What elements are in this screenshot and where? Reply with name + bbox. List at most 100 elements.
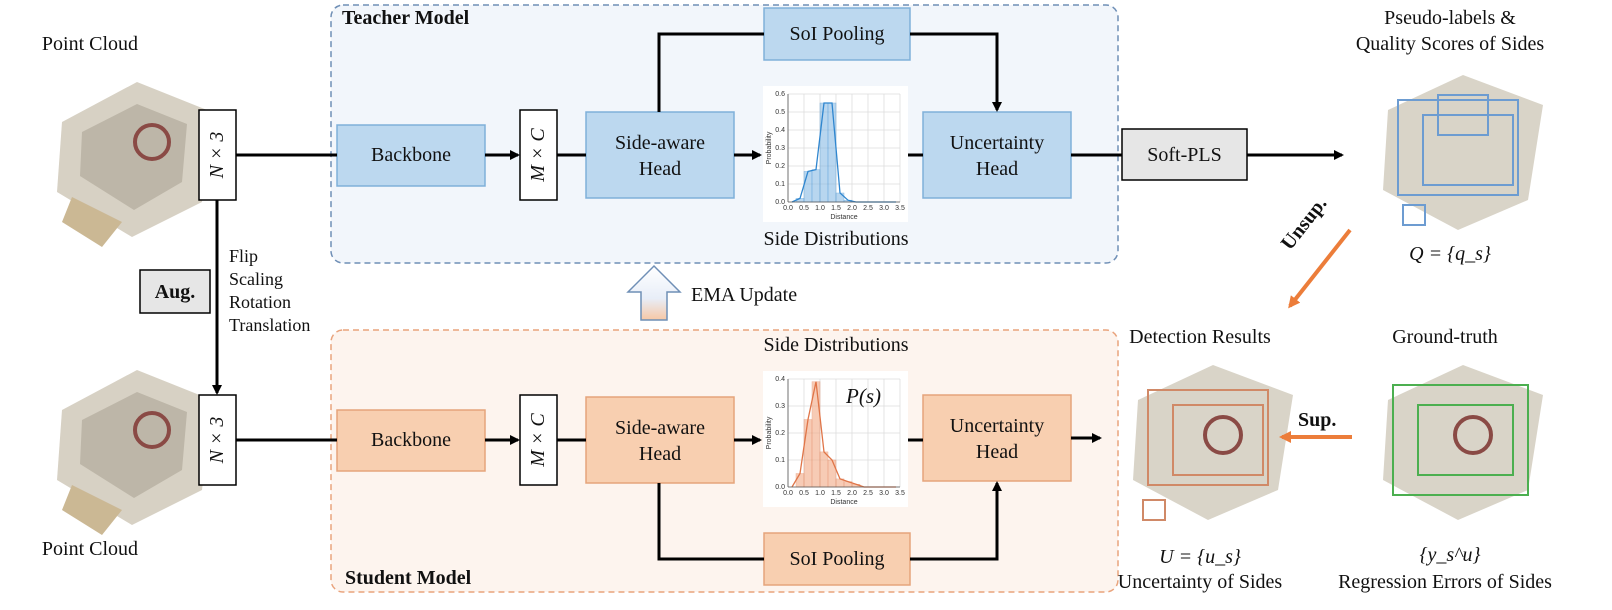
teacher-dist-bar: [803, 171, 813, 203]
student-dist-xtick: 1.5: [831, 490, 841, 497]
teacher-dist-ytick: 0.5: [775, 109, 785, 116]
student-dist-xtick: 0.0: [783, 490, 793, 497]
student-feature-label: M × C: [527, 413, 549, 467]
student-dist-xtick: 1.0: [815, 490, 825, 497]
student-unc-label-2: Head: [975, 441, 1019, 463]
uncertainty-formula: U = {u_s}: [1159, 546, 1241, 568]
teacher-unc-label-2: Head: [975, 158, 1019, 180]
student-dist-ytick: 0.4: [775, 376, 785, 383]
regression-error-caption: Regression Errors of Sides: [1338, 571, 1552, 593]
teacher-dist-ylabel: Probability: [766, 131, 773, 164]
teacher-dist-ytick: 0.0: [775, 199, 785, 206]
input-shape-bottom-box: [198, 394, 237, 486]
student-title: Student Model: [345, 567, 472, 589]
student-soi-to-unc-arrow: [910, 481, 1002, 561]
student-dist-bar: [819, 451, 829, 488]
student-head-label-1: Side-aware: [615, 417, 705, 439]
input-shape-top-label: N × 3: [206, 131, 228, 179]
teacher-title: Teacher Model: [342, 7, 470, 29]
teacher-dist-xtick: 1.5: [831, 205, 841, 212]
teacher-dist-ytick: 0.1: [775, 181, 785, 188]
student-dist-bar: [827, 459, 837, 488]
ground-truth-title: Ground-truth: [1392, 326, 1498, 348]
detection-cloud-icon: [1133, 365, 1293, 521]
teacher-dist-xtick: 3.0: [879, 205, 889, 212]
student-dist-xtick: 2.5: [863, 490, 873, 497]
teacher-dist-bar: [811, 169, 821, 203]
quality-score-formula: Q = {q_s}: [1409, 243, 1491, 265]
student-dist-label: Side Distributions: [763, 334, 909, 356]
teacher-feature-label: M × C: [527, 128, 549, 182]
regression-error-formula: {y_s^u}: [1419, 544, 1481, 566]
teacher-dist-xtick: 2.5: [863, 205, 873, 212]
student-dist-xtick: 2.0: [847, 490, 857, 497]
student-dist-ylabel: Probability: [766, 416, 773, 449]
teacher-dist-label: Side Distributions: [763, 228, 909, 250]
teacher-dist-bar: [827, 102, 837, 203]
pseudo-label-cloud-icon: [1383, 75, 1543, 230]
teacher-backbone-box: [336, 124, 486, 187]
aug-op-rotation: Rotation: [229, 292, 291, 312]
student-dist-formula: P(s): [846, 384, 881, 408]
uncertainty-caption: Uncertainty of Sides: [1117, 571, 1283, 593]
student-head-label-2: Head: [638, 443, 682, 465]
soft-pls-box: [1121, 128, 1248, 181]
aug-op-flip: Flip: [229, 246, 259, 266]
teacher-dist-xtick: 1.0: [815, 205, 825, 212]
teacher-dist-ytick: 0.2: [775, 163, 785, 170]
student-dist-xlabel: Distance: [830, 499, 857, 506]
student-unc-label-1: Uncertainty: [949, 415, 1045, 437]
teacher-soi-label: SoI Pooling: [789, 23, 885, 45]
point-cloud-top-icon: [57, 82, 212, 247]
student-dist-ytick: 0.2: [775, 430, 785, 437]
teacher-dist-xtick: 2.0: [847, 205, 857, 212]
student-feature-box: [519, 394, 558, 486]
teacher-dist-xtick: 0.5: [799, 205, 809, 212]
student-dist-xtick: 3.5: [895, 490, 905, 497]
teacher-dist-ytick: 0.6: [775, 91, 785, 98]
teacher-head-to-soi-line: [657, 32, 764, 112]
soft-pls-label: Soft-PLS: [1147, 144, 1222, 166]
student-head-to-soi-line: [657, 483, 764, 561]
point-cloud-bottom-icon: [57, 370, 212, 535]
teacher-head-box: [585, 111, 735, 199]
student-dist-ytick: 0.3: [775, 403, 785, 410]
bottom-point-cloud-label: Point Cloud: [41, 538, 139, 560]
student-soi-label: SoI Pooling: [789, 548, 885, 570]
teacher-soi-box: [763, 7, 911, 61]
input-shape-bottom-label: N × 3: [206, 416, 228, 464]
student-backbone-box: [336, 409, 486, 472]
teacher-unc-label-1: Uncertainty: [949, 132, 1045, 154]
student-soi-box: [763, 532, 911, 586]
aug-box: [139, 269, 211, 314]
detection-results-title: Detection Results: [1129, 326, 1271, 348]
unsupervised-arrow: [1288, 228, 1352, 309]
aug-op-scaling: Scaling: [229, 269, 283, 289]
ema-update-arrow: [626, 264, 682, 321]
teacher-dist-xtick: 3.5: [895, 205, 905, 212]
teacher-dist-xtick: 0.0: [783, 205, 793, 212]
teacher-backbone-label: Backbone: [371, 144, 451, 166]
aug-op-translation: Translation: [229, 315, 311, 335]
student-uncertainty-box: [922, 394, 1072, 482]
ground-truth-cloud-icon: [1383, 365, 1543, 520]
input-shape-top-box: [198, 109, 237, 201]
top-point-cloud-label: Point Cloud: [41, 33, 139, 55]
teacher-head-label-1: Side-aware: [615, 132, 705, 154]
sup-label: Sup.: [1298, 409, 1337, 431]
pseudo-labels-title-1: Pseudo-labels &: [1384, 7, 1516, 29]
teacher-dist-bar: [835, 192, 845, 203]
teacher-head-label-2: Head: [638, 158, 682, 180]
student-dist-bar: [795, 473, 805, 488]
teacher-soi-to-unc-arrow: [910, 32, 1002, 112]
student-dist-bar: [803, 419, 813, 488]
aug-label: Aug.: [154, 281, 196, 303]
student-dist-xtick: 0.5: [799, 490, 809, 497]
teacher-uncertainty-box: [922, 111, 1072, 199]
ema-update-label: EMA Update: [691, 284, 798, 306]
student-dist-ytick: 0.1: [775, 457, 785, 464]
student-head-box: [585, 396, 735, 484]
